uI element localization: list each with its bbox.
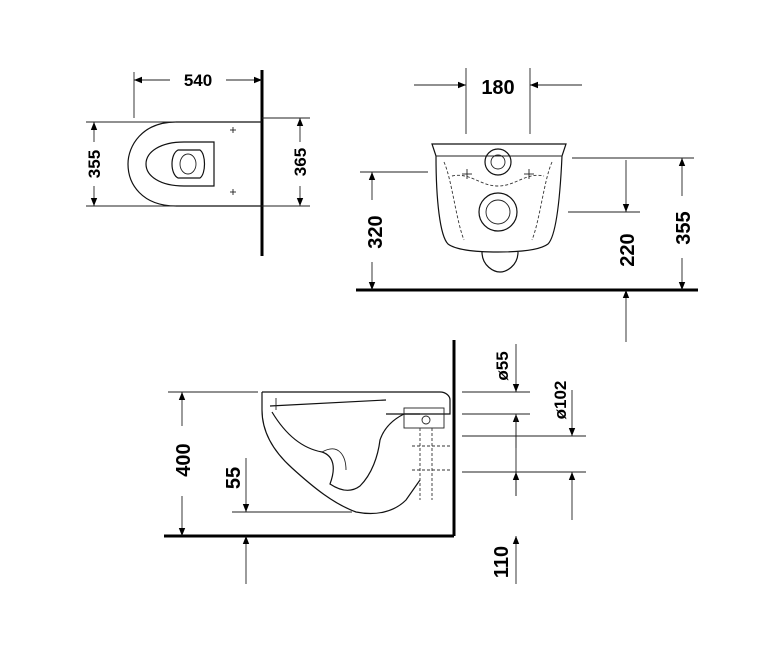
top-view-bowl-opening [145,141,215,187]
top-view-depth-left-dim: 355 [85,150,104,178]
front-view-waste-outlet-inner [485,199,511,225]
side-view-rim-inner [269,399,387,407]
top-view-drain [171,149,206,179]
side-view-trap-inner [321,448,347,471]
front-view-hidden-line [443,161,465,241]
side-view-flush-pipe-dim: ø55 [493,351,512,380]
top-view-fixing-mark [230,189,236,195]
side-view-seat-offset-dim: 55 [223,467,245,489]
front-view: 180 320 220 355 [356,68,698,342]
front-view-hidden-line [531,161,553,241]
side-view-bowl-outer [261,392,421,515]
side-view-bolt-head [421,415,431,425]
side-view-floor-gap-dim: 110 [491,546,513,578]
front-view-fixing-mark [462,169,472,179]
side-view-height-dim: 400 [173,443,195,476]
front-view-flush-inlet [484,148,512,176]
front-view-spacing-dim: 180 [481,77,514,99]
front-view-body-outline [431,143,567,253]
top-view-depth-right-dim: 365 [291,148,310,176]
top-view-fixing-mark [230,127,236,133]
front-view-overall-height-dim: 355 [673,211,695,244]
top-view: 540 355 365 [85,70,310,256]
front-view-outlet-height-dim: 220 [617,233,639,266]
front-view-flush-inlet-inner [490,154,506,170]
side-view-rim [262,391,451,415]
front-view-waste-outlet [478,192,518,232]
side-view-trap-profile [271,411,420,491]
top-view-drain-hole [179,153,197,175]
top-view-bowl-outline [127,121,262,207]
front-view-hidden-line [451,174,545,187]
front-view-bottom-bulge [481,251,519,273]
top-view-width-dim: 540 [184,71,212,90]
front-view-fixing-mark [524,169,534,179]
side-view-flush-connector [403,407,445,429]
side-view: 400 55 ø55 ø102 110 [164,340,586,584]
front-view-rim-height-dim: 320 [365,215,387,248]
side-view-waste-pipe-dim: ø102 [551,381,570,420]
